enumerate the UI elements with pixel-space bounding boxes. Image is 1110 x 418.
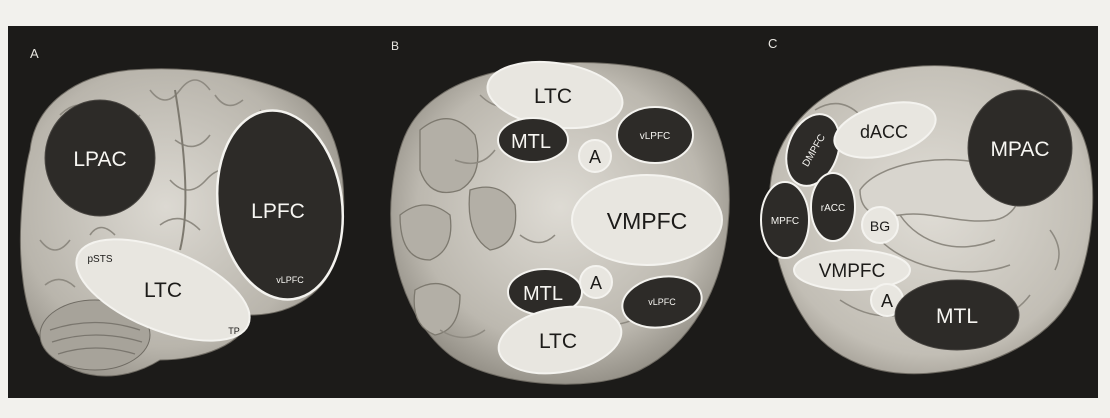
panel-a-letter: A — [30, 46, 39, 61]
region-amygdala-b-top-label: A — [589, 147, 601, 167]
region-psts-label: pSTS — [87, 254, 112, 265]
region-vlpfc-b-top-label: vLPFC — [640, 131, 671, 142]
region-tp-label: TP — [228, 326, 240, 336]
region-dacc-label: dACC — [860, 122, 908, 142]
region-lpac-label: LPAC — [73, 148, 126, 171]
region-vmpfc-c-label: VMPFC — [819, 261, 886, 282]
region-vmpfc-b-label: VMPFC — [607, 208, 688, 234]
region-vlpfc-label-a: vLPFC — [276, 275, 304, 285]
region-amygdala-b-bottom-label: A — [590, 273, 602, 293]
panel-b-letter: B — [391, 39, 399, 53]
region-amygdala-c-label: A — [881, 291, 893, 311]
region-mtl-c-label: MTL — [936, 305, 978, 328]
region-vlpfc-b-bottom-label: vLPFC — [648, 297, 676, 307]
region-racc-label: rACC — [821, 203, 845, 214]
region-ltc-b-top-label: LTC — [534, 85, 572, 108]
panel-c-letter: C — [768, 36, 777, 51]
region-lpfc-label: LPFC — [251, 200, 305, 223]
region-mpac-label: MPAC — [990, 138, 1049, 161]
region-mpfc-label: MPFC — [771, 216, 799, 227]
region-ltc-a-label: LTC — [144, 279, 182, 302]
region-mtl-b-top-label: MTL — [511, 131, 551, 153]
region-mtl-b-bottom-label: MTL — [523, 283, 563, 305]
region-ltc-b-bottom-label: LTC — [539, 330, 577, 353]
region-bg-label: BG — [870, 218, 890, 234]
